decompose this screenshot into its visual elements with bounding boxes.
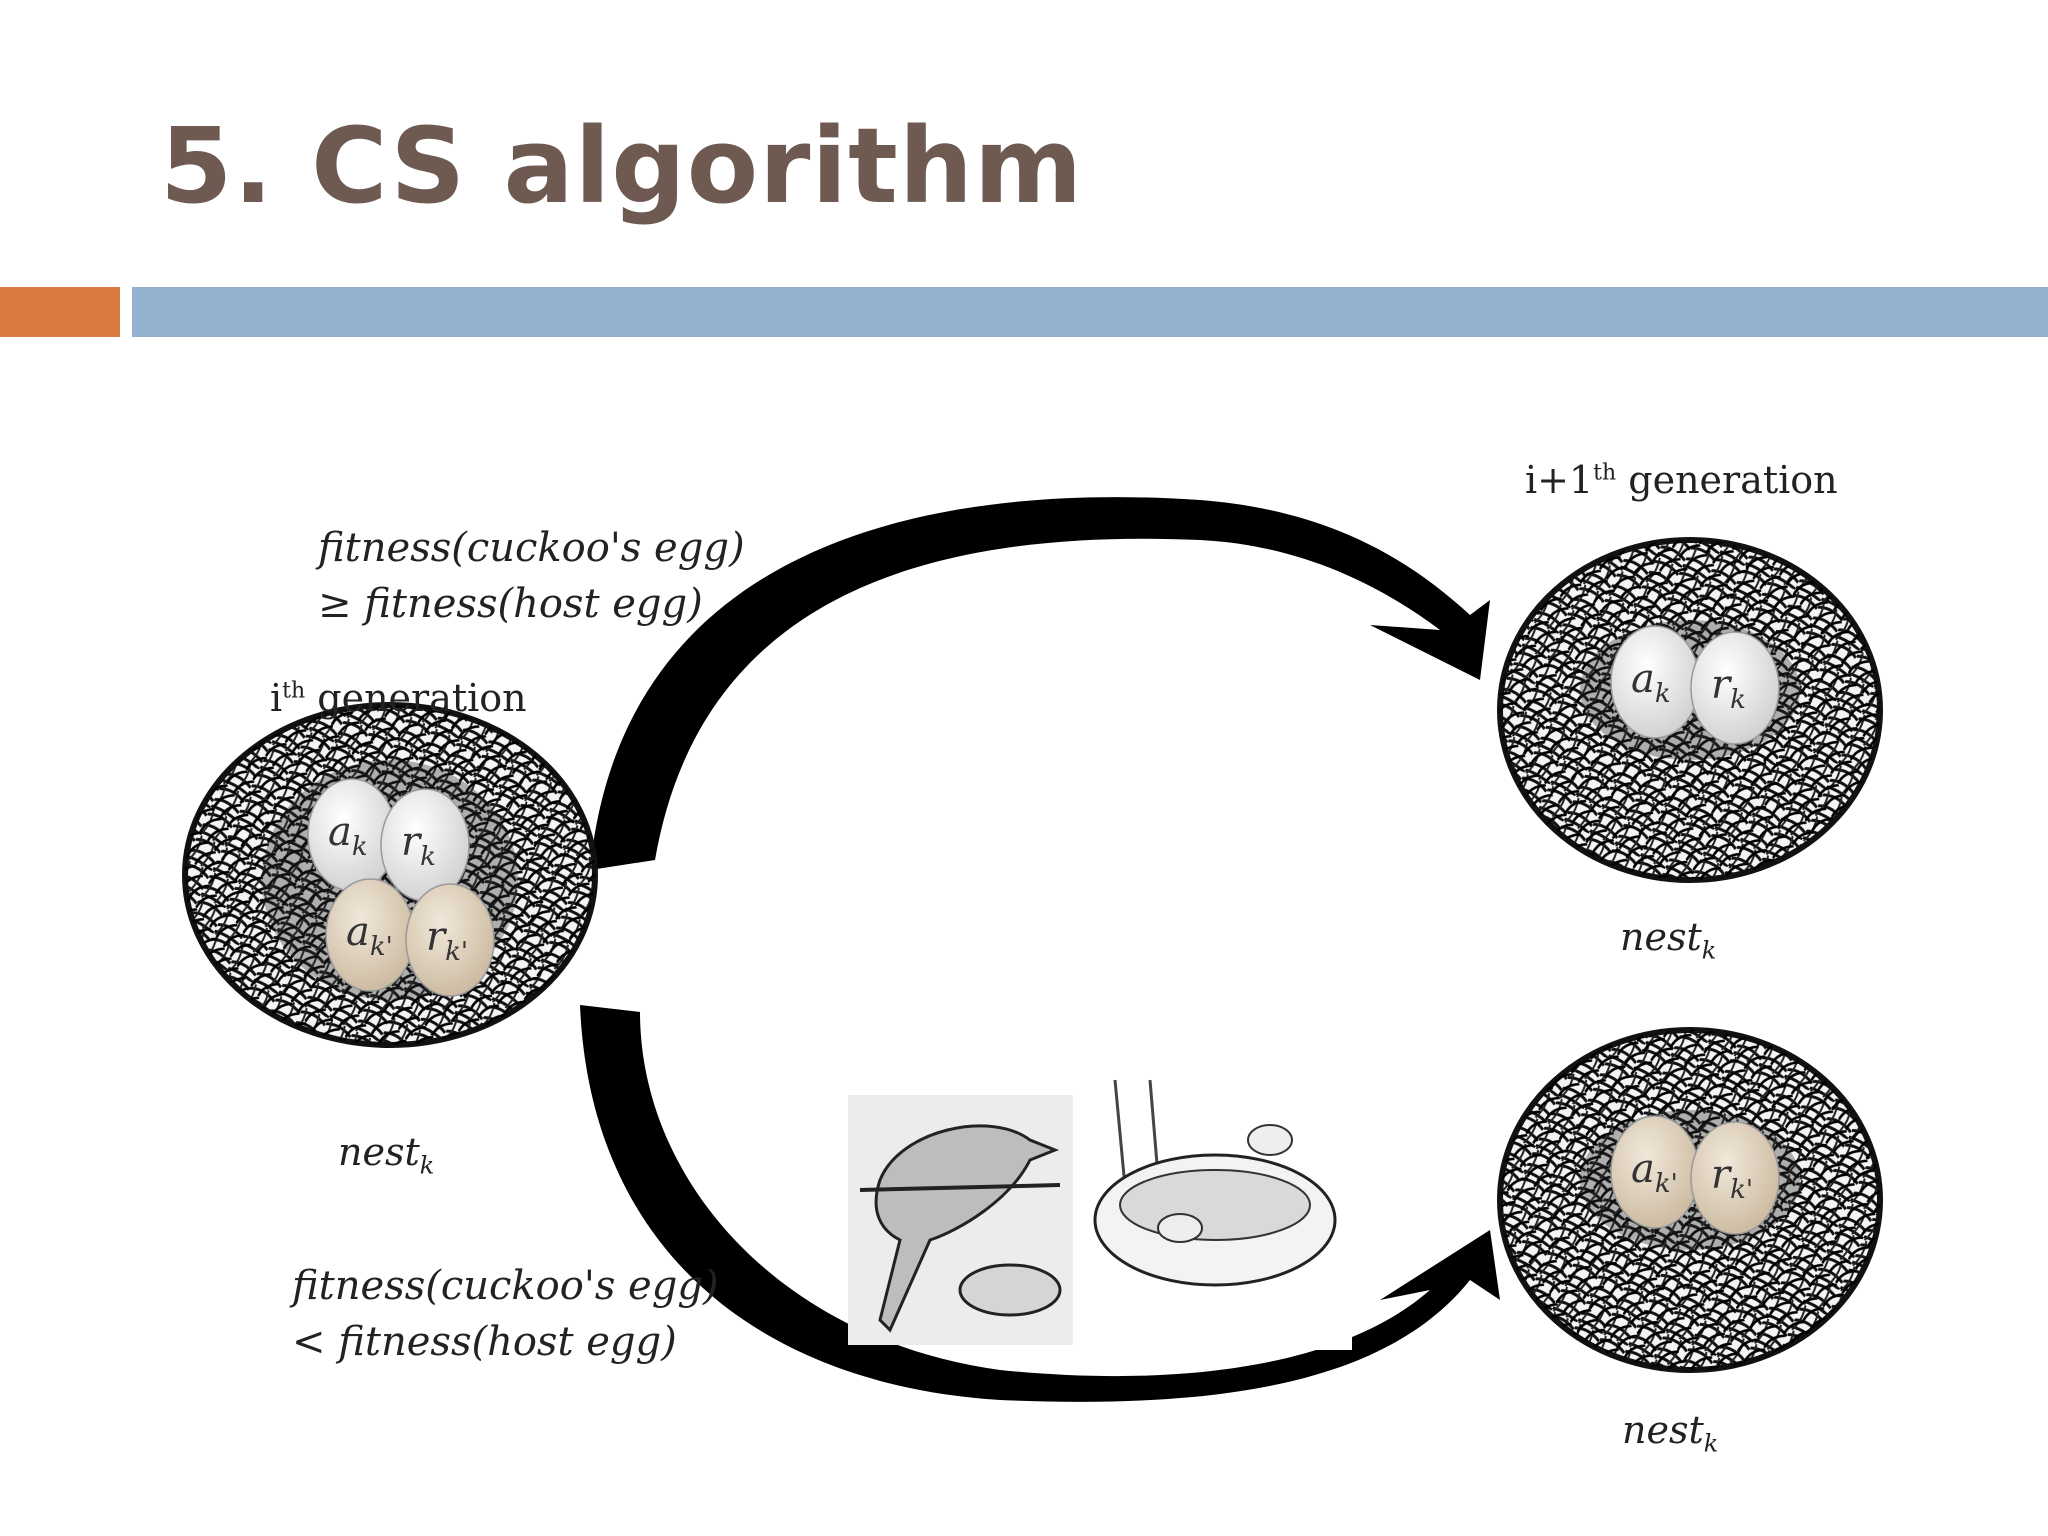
left-nest-egg-label-0: ak: [328, 809, 368, 862]
arrow-bottom: [580, 1005, 1500, 1402]
condition-top-line1: fitness(cuckoo's egg): [318, 525, 745, 571]
condition-top: fitness(cuckoo's egg) ≥ fitness(host egg…: [318, 520, 745, 632]
host-nest-illustration: [1082, 1079, 1352, 1350]
accent-bar-orange: [0, 287, 120, 337]
nest-label-left: nestk: [338, 1130, 435, 1180]
top-right-nest-egg-label-1: rk: [1711, 662, 1746, 715]
left-nest-egg-3: rk': [405, 883, 495, 997]
left-nest-egg-1: rk: [380, 788, 470, 902]
generation-next-label: i+1th generation: [1525, 458, 1838, 502]
condition-bottom-line2: < fitness(host egg): [292, 1319, 677, 1365]
bottom-right-nest-egg-label-1: rk': [1711, 1152, 1753, 1205]
nest-label-bottom-right: nestk: [1622, 1408, 1719, 1458]
generation-i-label: ith generation: [270, 676, 527, 720]
bottom-right-nest-egg-0: ak': [1610, 1115, 1700, 1229]
left-nest-egg-label-3: rk': [426, 914, 468, 967]
accent-bar-blue: [132, 287, 2048, 337]
condition-bottom-line1: fitness(cuckoo's egg): [292, 1263, 719, 1309]
left-nest-egg-label-2: ak': [346, 909, 393, 962]
slide-title: 5. CS algorithm: [160, 105, 1084, 227]
condition-bottom: fitness(cuckoo's egg) < fitness(host egg…: [292, 1258, 719, 1370]
cuckoo-bird-illustration: [848, 1095, 1073, 1345]
condition-top-line2: ≥ fitness(host egg): [318, 581, 703, 627]
left-nest-egg-2: ak': [325, 878, 415, 992]
top-right-nest-egg-1: rk: [1690, 631, 1780, 745]
arrow-top: [590, 497, 1490, 870]
bottom-right-nest-egg-label-0: ak': [1631, 1146, 1678, 1199]
left-nest-egg-label-1: rk: [401, 819, 436, 872]
top-right-nest-egg-label-0: ak: [1631, 656, 1671, 709]
top-right-nest-egg-0: ak: [1610, 625, 1700, 739]
nest-label-top-right: nestk: [1620, 915, 1717, 965]
bottom-right-nest-egg-1: rk': [1690, 1121, 1780, 1235]
